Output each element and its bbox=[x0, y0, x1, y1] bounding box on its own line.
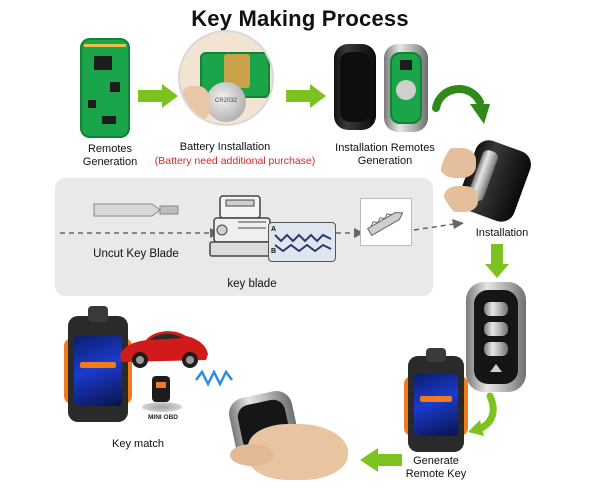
dashed-arrow-icon bbox=[336, 228, 364, 238]
key-tool-device-right bbox=[404, 348, 468, 452]
dashed-arrow-icon bbox=[413, 219, 464, 231]
generate-remote-key-label: Generate Remote Key bbox=[405, 455, 467, 480]
uncut-key-blade-image bbox=[93, 203, 179, 217]
arrow-curved-icon bbox=[468, 392, 497, 436]
arrow-down-icon bbox=[485, 244, 509, 278]
remote-pcb-image bbox=[80, 38, 130, 138]
jaw-label-a: A bbox=[271, 226, 277, 233]
mini-obd-label: MINI OBD bbox=[148, 414, 178, 421]
installation-image bbox=[440, 130, 538, 226]
battery-note: (Battery need additional purchase) bbox=[154, 155, 316, 167]
key-match-label: Key match bbox=[112, 438, 164, 450]
battery-installation-label: Battery Installation bbox=[179, 141, 271, 153]
red-car-image bbox=[120, 331, 208, 368]
key-tool-device-left bbox=[64, 306, 132, 422]
hand-holding-key-image bbox=[222, 388, 352, 494]
jaw-label-b: B bbox=[271, 248, 277, 255]
mini-obd-image bbox=[136, 374, 188, 414]
cut-key-blade-image bbox=[360, 198, 412, 246]
remote-shell-open-image bbox=[384, 44, 428, 132]
remote-shell-back-image bbox=[334, 44, 376, 130]
remotes-generation-label: Remotes Generation bbox=[82, 143, 138, 168]
page-title: Key Making Process bbox=[191, 6, 409, 31]
wireless-signal-icon bbox=[195, 369, 233, 387]
uncut-key-blade-label: Uncut Key Blade bbox=[93, 248, 179, 260]
battery-print: CR2032 bbox=[214, 98, 237, 104]
installation-remotes-generation-label: Installation Remotes Generation bbox=[335, 142, 435, 167]
installation-label: Installation bbox=[475, 227, 529, 239]
arrow-left-icon bbox=[360, 448, 402, 472]
smart-key-image bbox=[466, 282, 526, 392]
key-blade-label: key blade bbox=[227, 278, 277, 290]
battery-installation-image: CR2032 bbox=[178, 30, 274, 126]
key-blade-jaw-image: A B bbox=[268, 222, 336, 262]
dashed-arrow-icon bbox=[60, 228, 220, 238]
arrow-right-icon bbox=[286, 84, 326, 108]
arrow-curved-icon bbox=[432, 85, 490, 124]
arrow-right-icon bbox=[138, 84, 178, 108]
